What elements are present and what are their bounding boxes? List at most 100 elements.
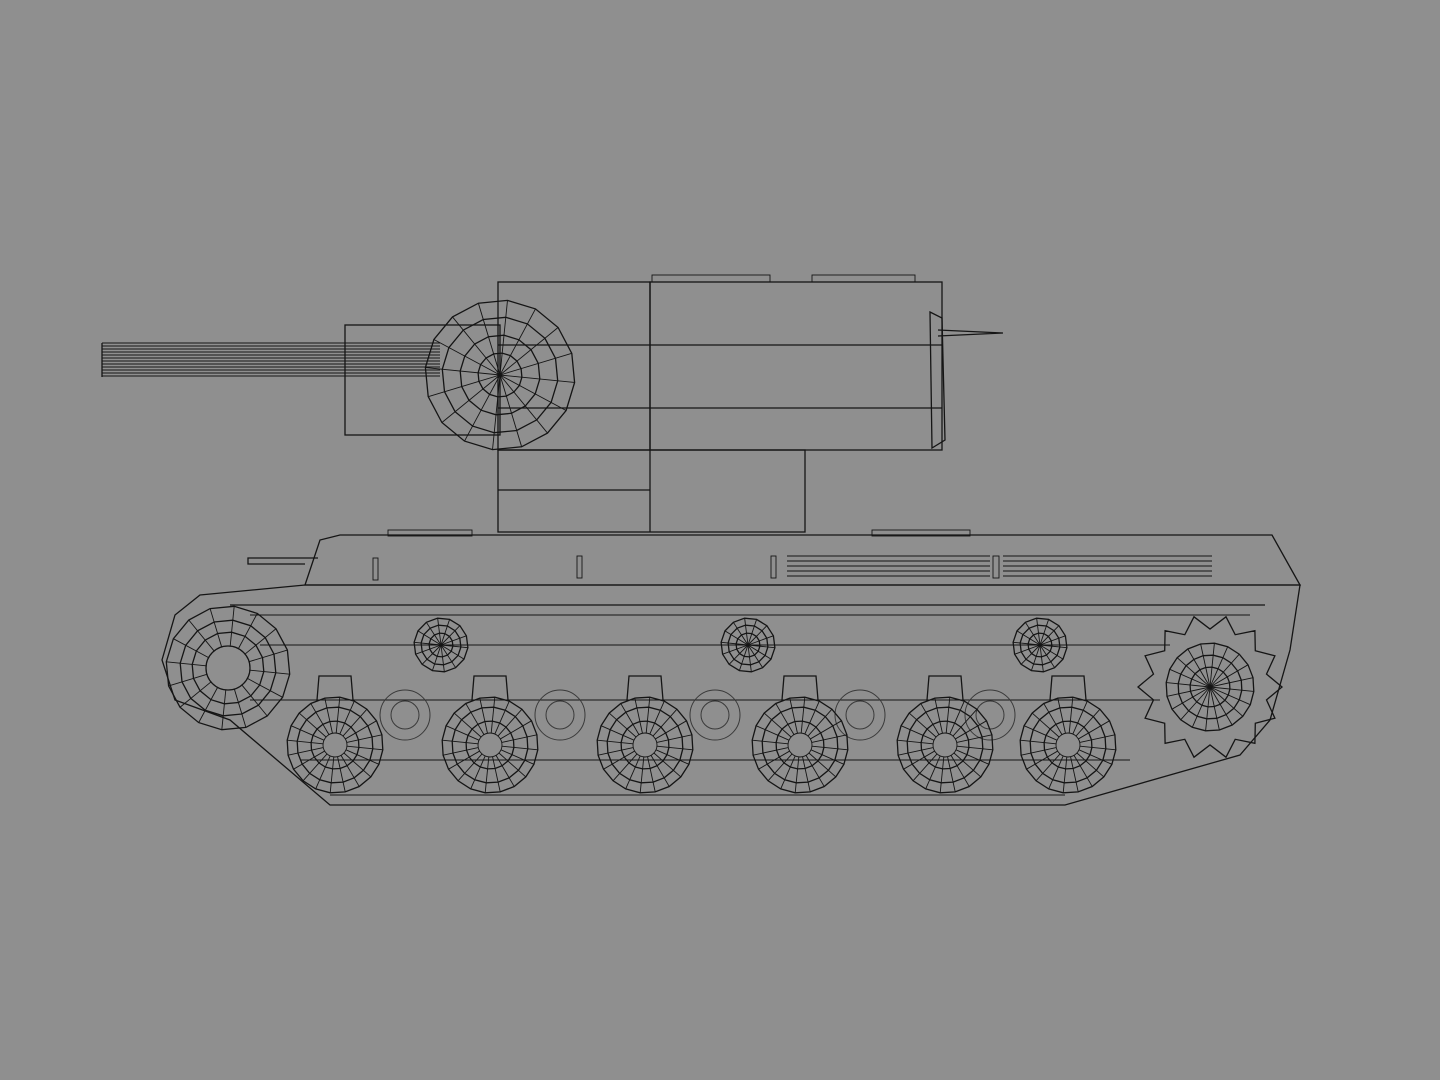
return-roller-spoke — [1024, 622, 1041, 646]
road-wheel-spoke — [302, 753, 328, 782]
return-roller-spoke — [440, 644, 465, 660]
road-wheel-spoke — [1023, 725, 1058, 741]
road-wheel-spoke — [1070, 756, 1079, 792]
return-roller-spoke — [417, 630, 442, 646]
return-roller-spoke — [1039, 625, 1060, 646]
sprocket-hub-spoke — [1209, 686, 1220, 731]
road-wheel-spoke — [752, 739, 789, 745]
road-wheel-spoke — [500, 749, 535, 765]
road-wheel-spoke — [652, 708, 678, 737]
road-wheel-spoke — [647, 756, 656, 792]
return-roller-spoke — [747, 644, 764, 668]
road-wheel-spoke — [810, 749, 845, 765]
mantlet-wheel-spoke — [499, 300, 508, 376]
road-wheel-spoke — [767, 753, 793, 782]
sprocket-hub-spoke — [1209, 686, 1244, 717]
front-idler-spoke — [248, 649, 288, 663]
mantlet-wheel-spoke — [441, 374, 501, 423]
road-wheel-spoke — [290, 725, 325, 741]
return-roller-spoke — [1016, 630, 1041, 646]
return-roller-spoke — [747, 644, 772, 660]
hull-bolt — [992, 555, 1000, 579]
sprocket-hub — [1165, 642, 1255, 732]
road-wheel-spoke — [898, 747, 934, 756]
sprocket-hub-spoke — [1209, 643, 1215, 688]
roof-strip — [651, 274, 771, 283]
front-idler-spoke — [244, 628, 277, 655]
return-roller-spoke — [415, 644, 442, 655]
return-roller-spoke — [440, 644, 457, 668]
hull-vent — [387, 529, 473, 537]
road-wheel-spoke — [656, 745, 693, 751]
road-wheel-spoke — [1072, 700, 1088, 735]
return-roller-spoke — [1014, 644, 1041, 655]
road-wheel-spoke — [939, 756, 945, 793]
return-roller-spoke — [721, 641, 749, 646]
return-roller-spoke — [1039, 619, 1050, 646]
mantlet-wheel-spoke — [433, 339, 501, 376]
road-wheel-spoke — [597, 739, 634, 745]
road-wheel-spoke — [945, 697, 951, 734]
road-wheel-hub — [322, 732, 348, 758]
road-wheel-spoke — [346, 745, 383, 751]
road-wheel-spoke — [608, 712, 637, 738]
road-wheel-spoke — [501, 745, 538, 751]
road-wheel-spoke — [335, 697, 341, 734]
return-roller-spoke — [440, 619, 451, 646]
road-wheel-spoke — [315, 755, 331, 790]
road-wheel-spoke — [287, 739, 324, 745]
return-roller-spoke — [431, 644, 442, 671]
road-wheel-spoke — [345, 720, 377, 740]
road-wheel-spoke — [1075, 708, 1101, 737]
sprocket-hub-spoke — [1169, 668, 1211, 688]
return-roller-spoke — [1013, 641, 1041, 646]
road-wheel-ring — [286, 696, 384, 794]
mantlet-wheel — [424, 299, 576, 451]
road-wheel-spoke — [492, 756, 501, 792]
gun-mantlet-wheel — [424, 299, 576, 451]
road-wheel-hub — [787, 732, 813, 758]
return-roller-spoke — [440, 644, 468, 649]
suspension-bracket — [471, 675, 509, 701]
road-wheel-hub — [477, 732, 503, 758]
mantlet-wheel-spoke — [425, 367, 501, 376]
road-wheel-spoke — [324, 698, 333, 734]
road-wheel-spoke — [500, 720, 532, 740]
front-idler-spoke — [233, 688, 247, 728]
road-wheel-spoke — [639, 756, 645, 793]
return-roller — [720, 617, 776, 673]
return-roller-spoke — [747, 635, 774, 646]
front-idler-spoke — [188, 619, 215, 652]
road-wheel-spoke — [598, 747, 634, 756]
inner-road-wheel-hub — [545, 700, 575, 730]
return-roller-spoke — [728, 644, 749, 665]
road-wheel-ring — [751, 696, 849, 794]
inner-road-wheel-hub — [700, 700, 730, 730]
mantlet-wheel-spoke — [499, 327, 559, 376]
road-wheel-spoke — [470, 755, 486, 790]
road-wheel-spoke — [490, 697, 496, 734]
gun-mantlet-box — [344, 324, 501, 436]
front-idler-ring — [165, 605, 291, 731]
road-wheel-spoke — [498, 752, 527, 778]
sprocket-hub-spoke — [1200, 643, 1211, 688]
front-idler-spoke — [221, 689, 227, 730]
sprocket-hub-spoke — [1180, 686, 1211, 721]
return-roller-spoke — [414, 641, 442, 646]
road-wheel-spoke — [897, 739, 934, 745]
mantlet-wheel-spoke — [428, 374, 501, 398]
road-wheel — [751, 696, 849, 794]
road-wheel-spoke — [1048, 755, 1064, 790]
turret — [497, 274, 1004, 533]
road-wheel — [596, 696, 694, 794]
road-wheel-spoke — [953, 752, 982, 778]
road-wheel-spoke — [497, 708, 523, 737]
mantlet-wheel-spoke — [477, 303, 501, 376]
front-idler-spoke — [198, 687, 218, 723]
road-wheel-spoke — [1076, 752, 1105, 778]
track-outline — [161, 584, 1301, 806]
road-wheel-ring — [596, 696, 694, 794]
return-roller-spoke — [747, 625, 768, 646]
